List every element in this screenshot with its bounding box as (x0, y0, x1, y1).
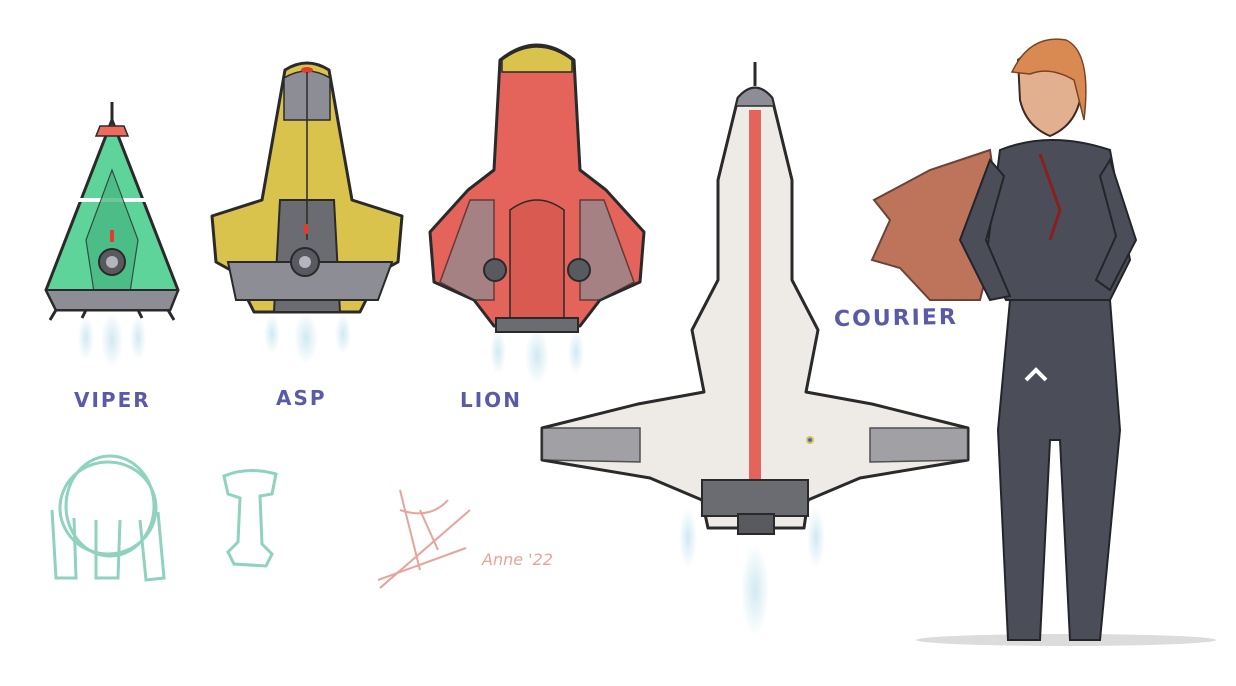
lion-label: Lion (460, 388, 522, 412)
viper-label: Viper (74, 388, 151, 412)
courier-character-figure (870, 38, 1216, 646)
courier-ship-thruster-glow (679, 508, 825, 636)
viper-ship-icon (44, 102, 180, 368)
courier-ship-icon (540, 62, 970, 636)
signature-year: Anne '22 (482, 550, 553, 569)
asp-ship-icon (210, 61, 404, 364)
lion-thruster-glow (490, 328, 584, 384)
lion-ship-icon (428, 43, 646, 384)
signature-year-text: '22 (528, 550, 553, 569)
viper-thruster-glow (78, 312, 146, 368)
helmet-sketch-icon (50, 454, 166, 582)
pillar-sketch-icon (222, 469, 278, 568)
courier-label: Courier (833, 304, 959, 333)
signature-name: Anne (482, 550, 524, 569)
asp-thruster-glow (264, 312, 351, 364)
artist-signature-mark (377, 489, 471, 589)
asp-label: Asp (276, 386, 327, 410)
